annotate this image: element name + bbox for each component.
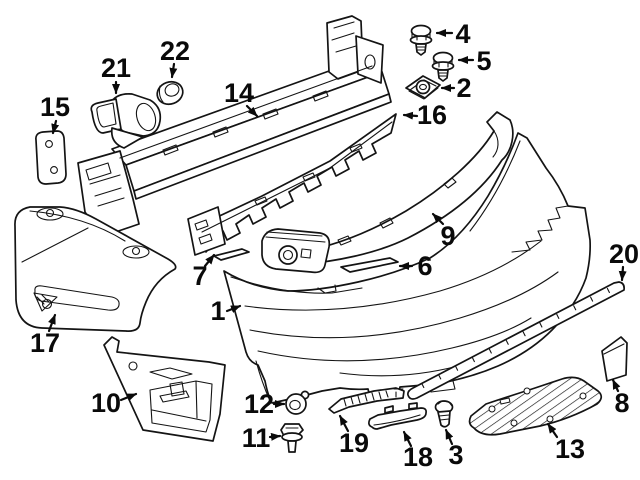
part-screw-11 <box>280 423 304 453</box>
part-screw-5 <box>431 51 455 82</box>
callout-21[interactable]: 21 <box>101 53 131 95</box>
callout-17[interactable]: 17 <box>30 313 60 358</box>
svg-text:9[interactable]: 9 <box>440 221 455 251</box>
part-grommet <box>285 390 310 415</box>
callout-9[interactable]: 9 <box>431 212 456 251</box>
svg-text:10[interactable]: 10 <box>91 388 121 418</box>
callout-12[interactable]: 12 <box>244 389 286 419</box>
part-lower-grille <box>468 376 603 436</box>
part-sensor <box>90 93 162 149</box>
svg-text:19[interactable]: 19 <box>339 428 369 458</box>
callout-7[interactable]: 7 <box>192 253 216 291</box>
part-mount-plate <box>35 130 67 185</box>
part-guide-strip-7 <box>213 248 250 261</box>
part-cover-plate <box>601 336 628 382</box>
svg-text:7[interactable]: 7 <box>192 261 207 291</box>
svg-text:20[interactable]: 20 <box>609 239 639 269</box>
svg-text:1[interactable]: 1 <box>210 296 225 326</box>
callout-13[interactable]: 13 <box>546 422 585 464</box>
svg-text:13[interactable]: 13 <box>555 434 585 464</box>
part-splash-shield <box>14 206 177 332</box>
callout-3[interactable]: 3 <box>444 428 464 470</box>
part-impact-bar <box>77 15 392 238</box>
part-guide-bracket <box>261 228 331 274</box>
part-reflector-rail <box>328 387 405 414</box>
callout-15[interactable]: 15 <box>40 92 70 135</box>
svg-text:22[interactable]: 22 <box>160 36 190 66</box>
svg-text:2[interactable]: 2 <box>456 73 471 103</box>
part-clip-nut <box>405 75 441 100</box>
part-bolt-4 <box>409 24 433 56</box>
callout-2[interactable]: 2 <box>440 73 472 103</box>
callout-20[interactable]: 20 <box>609 239 639 282</box>
callout-18[interactable]: 18 <box>402 430 433 472</box>
svg-text:17[interactable]: 17 <box>30 328 60 358</box>
part-plug <box>434 400 454 428</box>
callout-4[interactable]: 4 <box>435 19 471 49</box>
svg-text:15[interactable]: 15 <box>40 92 70 122</box>
callout-8[interactable]: 8 <box>611 378 630 418</box>
svg-text:18[interactable]: 18 <box>403 442 433 472</box>
svg-text:8[interactable]: 8 <box>614 388 629 418</box>
part-guide-strip-6 <box>340 257 399 273</box>
part-guide-rail <box>368 402 427 430</box>
callout-11[interactable]: 11 <box>242 423 282 453</box>
callout-5[interactable]: 5 <box>457 46 492 76</box>
part-energy-absorber <box>187 113 397 256</box>
callouts: 1 2 3 4 5 6 7 8 <box>30 19 639 472</box>
part-side-bracket <box>103 336 226 442</box>
callout-19[interactable]: 19 <box>338 414 369 458</box>
callout-6[interactable]: 6 <box>398 251 433 281</box>
svg-text:21[interactable]: 21 <box>101 53 131 83</box>
svg-text:11[interactable]: 11 <box>242 423 271 453</box>
svg-text:16[interactable]: 16 <box>417 100 447 130</box>
callout-10[interactable]: 10 <box>91 388 138 418</box>
svg-text:4[interactable]: 4 <box>455 19 470 49</box>
svg-text:6[interactable]: 6 <box>417 251 432 281</box>
callout-14[interactable]: 14 <box>224 78 259 118</box>
svg-text:3[interactable]: 3 <box>448 440 463 470</box>
part-lower-molding <box>407 281 625 400</box>
svg-text:12[interactable]: 12 <box>244 389 274 419</box>
svg-text:14[interactable]: 14 <box>224 78 254 108</box>
callout-22[interactable]: 22 <box>160 36 190 79</box>
part-sensor-ring <box>156 80 184 106</box>
svg-text:5[interactable]: 5 <box>476 46 491 76</box>
callout-1[interactable]: 1 <box>210 296 242 326</box>
callout-16[interactable]: 16 <box>402 100 447 130</box>
